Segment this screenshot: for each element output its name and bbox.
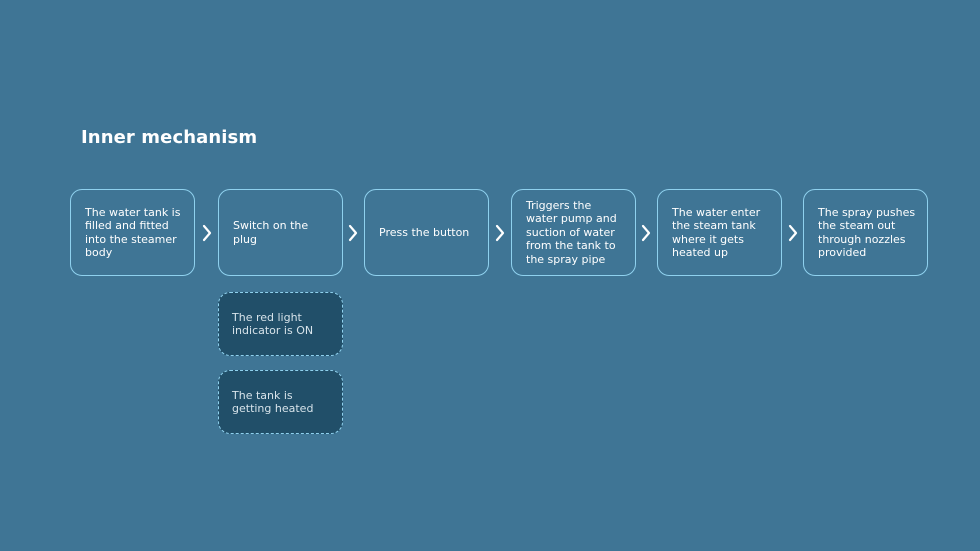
step-box-5: The water enter the steam tank where it … [657,189,782,276]
chevron-right-icon [788,224,798,242]
note-box-1: The red light indicator is ON [218,292,343,356]
step-box-2: Switch on the plug [218,189,343,276]
note-text-1: The red light indicator is ON [232,310,314,337]
step-text-2: Switch on the plug [233,219,309,246]
chevron-right-icon [641,224,651,242]
chevron-right-icon [348,224,358,242]
note-box-2: The tank is getting heated [218,370,343,434]
step-box-4: Triggers the water pump and suction of w… [511,189,636,276]
chevron-right-icon [495,224,505,242]
step-text-4: Triggers the water pump and suction of w… [526,198,617,266]
step-box-1: The water tank is filled and fitted into… [70,189,195,276]
step-box-6: The spray pushes the steam out through n… [803,189,928,276]
chevron-right-icon [202,224,212,242]
page-title: Inner mechanism [81,127,258,148]
step-text-5: The water enter the steam tank where it … [672,205,761,259]
note-text-2: The tank is getting heated [232,388,314,415]
step-text-3: Press the button [379,225,470,239]
step-text-6: The spray pushes the steam out through n… [818,205,916,259]
step-box-3: Press the button [364,189,489,276]
step-text-1: The water tank is filled and fitted into… [85,205,181,259]
